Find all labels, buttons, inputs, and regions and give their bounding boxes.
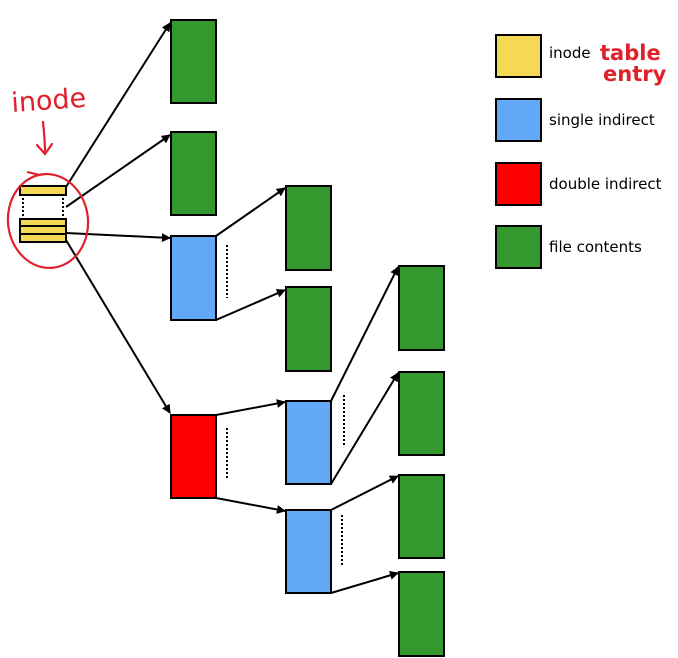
- arrow-inode-to-double-indirect: [65, 239, 171, 414]
- arrow-inode-to-direct-1: [65, 22, 171, 188]
- ellipsis-markers: [226, 245, 345, 566]
- file-block-double-4: [398, 571, 445, 657]
- annotation-inode-label: inode: [10, 83, 87, 119]
- arrow-single-to-file-1: [215, 187, 286, 237]
- double-indirect-block: [170, 414, 217, 499]
- single-indirect-block: [170, 235, 217, 321]
- inode-slot: [19, 185, 67, 196]
- file-block-single-1: [285, 185, 332, 271]
- legend-swatch-file-contents: [495, 225, 542, 269]
- arrow-inode-to-single-indirect: [65, 232, 171, 243]
- arrow-single-b-to-file-1: [330, 475, 399, 511]
- inode-entry: [19, 185, 67, 243]
- arrow-double-to-single-b: [215, 497, 286, 514]
- file-block-direct-1: [170, 19, 217, 104]
- arrow-single-to-file-2: [215, 289, 286, 321]
- legend-label-inode: inode: [549, 44, 591, 62]
- legend: inode single indirect double indirect fi…: [495, 34, 662, 269]
- inode-slot: [19, 225, 67, 235]
- inode-slot: [19, 218, 67, 227]
- single-indirect-block-b: [285, 509, 332, 594]
- legend-label-double-indirect: double indirect: [549, 175, 662, 193]
- pointer-arrows: [65, 22, 399, 594]
- file-block-double-2: [398, 371, 445, 456]
- arrow-single-b-to-file-2: [330, 571, 399, 594]
- legend-swatch-inode: [495, 34, 542, 78]
- arrow-single-a-to-file-1: [330, 266, 399, 402]
- file-block-single-2: [285, 286, 332, 372]
- arrow-inode-to-direct-2: [65, 134, 171, 208]
- annotation-table-label: table: [600, 41, 661, 65]
- file-block-double-3: [398, 474, 445, 559]
- arrow-double-to-single-a: [215, 399, 286, 416]
- legend-swatch-double-indirect: [495, 162, 542, 206]
- arrow-single-a-to-file-2: [330, 372, 399, 485]
- single-indirect-block-a: [285, 400, 332, 485]
- file-block-double-1: [398, 265, 445, 351]
- annotation-circle-tail: [26, 171, 41, 176]
- file-block-direct-2: [170, 131, 217, 216]
- legend-label-single-indirect: single indirect: [549, 111, 655, 129]
- inode-slot: [19, 233, 67, 243]
- annotation-down-arrow-icon: [35, 120, 54, 156]
- annotation-circle: [6, 172, 90, 270]
- handwritten-annotations: inode table entry: [6, 41, 667, 270]
- legend-swatch-single-indirect: [495, 98, 542, 142]
- annotation-entry-label: entry: [603, 62, 667, 86]
- legend-label-file-contents: file contents: [549, 238, 642, 256]
